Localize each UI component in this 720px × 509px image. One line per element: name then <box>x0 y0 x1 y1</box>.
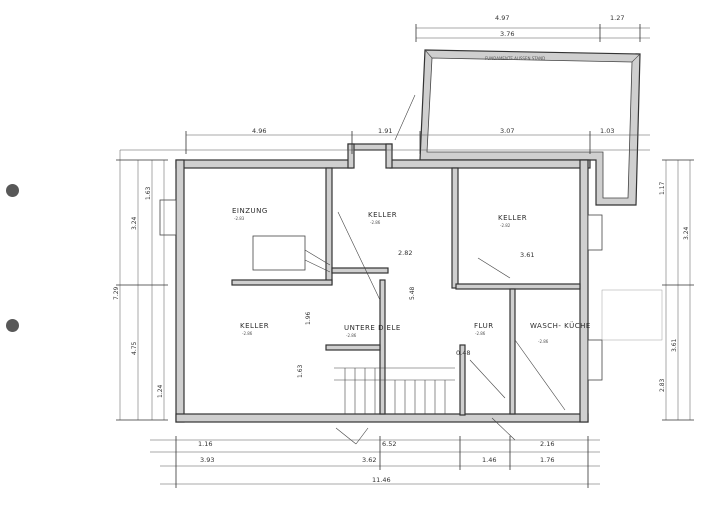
dim-right-2: 2.83 <box>659 378 666 392</box>
dim-bottom-2: 2.16 <box>540 440 554 448</box>
dimension-lines <box>116 24 694 488</box>
exterior-walls <box>175 143 591 423</box>
room-keller-mid-name: KELLER <box>368 211 397 219</box>
dim-left-4: 1.24 <box>157 384 164 398</box>
punch-hole-top <box>6 184 19 197</box>
dim-inner-2: 3.61 <box>520 251 534 259</box>
dim-left-0: 7.29 <box>113 286 120 300</box>
room-keller-mid-level: -2.86 <box>370 220 381 225</box>
room-untere-diele-level: -2.86 <box>346 333 357 338</box>
dimensions-left: 7.29 3.24 4.75 1.63 1.24 <box>113 186 164 398</box>
dim-right-0: 3.24 <box>683 226 690 240</box>
room-keller-sw-name: KELLER <box>240 322 269 330</box>
interior-walls <box>231 167 581 416</box>
room-keller-sw-level: -2.86 <box>242 331 253 336</box>
dim-inner-1: 5.48 <box>409 286 416 300</box>
dim-left-3: 1.63 <box>145 186 152 200</box>
dim-right-3: 1.17 <box>659 181 666 195</box>
dim-inner-4: 1.63 <box>297 364 304 378</box>
room-flur-name: FLUR <box>474 322 494 330</box>
room-keller-ne-name: KELLER <box>498 214 527 222</box>
dim-inner-3: 1.96 <box>305 311 312 325</box>
punch-hole-bottom <box>6 319 19 332</box>
annex-label: FUNDAMENTE AUSSEN STAND <box>485 56 545 61</box>
dim-top-5: 1.91 <box>378 127 392 135</box>
dim-bottom-6: 1.76 <box>540 456 554 464</box>
room-labels: EINZUNG -2.83 KELLER -2.86 KELLER -2.82 … <box>232 207 591 344</box>
room-keller-ne-level: -2.82 <box>500 223 511 228</box>
dim-left-1: 3.24 <box>131 216 138 230</box>
room-einzung-level: -2.83 <box>234 216 245 221</box>
dim-bottom-7: 11.46 <box>372 476 391 484</box>
dimensions-inner: 2.82 5.48 3.61 1.96 1.63 0.48 <box>297 249 534 378</box>
staircase <box>252 235 455 414</box>
dim-top-6: 1.03 <box>600 127 614 135</box>
room-flur-level: -2.86 <box>475 331 486 336</box>
dim-inner-5: 0.48 <box>456 349 470 357</box>
dim-bottom-4: 3.62 <box>362 456 376 464</box>
dim-left-2: 4.75 <box>131 341 138 355</box>
dimensions-bottom: 6.52 1.16 2.16 3.93 3.62 1.46 1.76 11.46 <box>198 440 554 484</box>
dimensions-right: 3.24 3.61 2.83 1.17 <box>659 181 690 392</box>
room-untere-diele-name: UNTERE DIELE <box>344 324 401 332</box>
room-einzung-name: EINZUNG <box>232 207 268 215</box>
dim-top-4: 3.07 <box>500 127 514 135</box>
dim-top-3: 4.96 <box>252 127 266 135</box>
room-waschkueche-level: -2.86 <box>538 339 549 344</box>
dim-bottom-5: 1.46 <box>482 456 496 464</box>
dim-bottom-3: 3.93 <box>200 456 214 464</box>
room-waschkueche-name: WASCH- KÜCHE <box>530 321 591 330</box>
dim-top-0: 4.97 <box>495 14 509 22</box>
dim-bottom-1: 1.16 <box>198 440 212 448</box>
dim-top-2: 1.27 <box>610 14 624 22</box>
dim-top-1: 3.76 <box>500 30 514 38</box>
dim-right-1: 3.61 <box>671 338 678 352</box>
door-markers <box>335 94 566 445</box>
dimensions-top: 4.97 3.76 1.27 4.96 3.07 1.91 1.03 <box>252 14 624 135</box>
dim-bottom-0: 6.52 <box>382 440 396 448</box>
dim-inner-0: 2.82 <box>398 249 412 257</box>
